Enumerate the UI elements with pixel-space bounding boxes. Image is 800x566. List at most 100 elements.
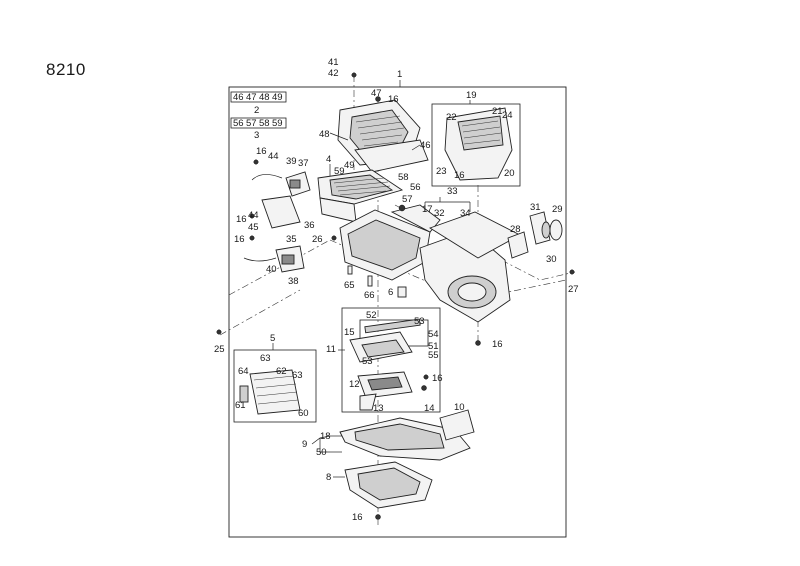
screw-25: [216, 329, 222, 335]
part-main-case: [339, 204, 441, 281]
callout-28: 28: [510, 224, 521, 235]
callout-22: 22: [446, 112, 457, 123]
callout-37: 37: [298, 158, 309, 169]
callout-3: 3: [254, 130, 259, 141]
assembly-frame: [228, 86, 567, 538]
callout-15: 15: [344, 327, 355, 338]
callout-16d: 16: [234, 234, 245, 245]
callout-39: 39: [286, 156, 297, 167]
leader-9: [311, 435, 331, 453]
part-seal-10: [439, 409, 475, 441]
callout-31: 31: [530, 202, 541, 213]
callout-25: 25: [214, 344, 225, 355]
callout-34: 34: [460, 208, 471, 219]
callout-5: 5: [270, 333, 275, 344]
callout-50: 50: [316, 447, 327, 458]
callout-54: 54: [428, 329, 439, 340]
screw-17: [398, 204, 406, 212]
callout-52: 52: [366, 310, 377, 321]
callout-24: 24: [502, 110, 513, 121]
callout-49: 49: [344, 160, 355, 171]
part-door-5: [239, 369, 301, 415]
leader-33: [424, 197, 471, 212]
callout-36: 36: [304, 220, 315, 231]
part-plate-28: [507, 231, 529, 259]
part-gasket-30: [541, 221, 551, 239]
callout-8: 8: [326, 472, 331, 483]
screw-27: [569, 269, 575, 275]
callout-55: 55: [428, 350, 439, 361]
callout-33: 33: [447, 186, 458, 197]
callout-61: 61: [235, 400, 246, 411]
callout-16a: 16: [388, 94, 399, 105]
screw-16-left2: [249, 213, 255, 219]
callout-48: 48: [319, 129, 330, 140]
callout-62: 62: [276, 366, 287, 377]
group-row-a-item-3: 48: [259, 92, 270, 103]
group-row-b-item-3: 58: [259, 118, 270, 129]
callout-38: 38: [288, 276, 299, 287]
part-bottom-tray-8: [344, 461, 433, 509]
callout-12: 12: [349, 379, 360, 390]
callout-1: 1: [397, 69, 402, 80]
callout-53b: 53: [362, 356, 373, 367]
callout-65: 65: [344, 280, 355, 291]
group-row-a-item-1: 46: [233, 92, 244, 103]
part-bracket-36: [261, 195, 301, 229]
callout-41: 41: [328, 57, 339, 68]
callout-19: 19: [466, 90, 477, 101]
part-filter-element: [317, 169, 404, 223]
callout-40: 40: [266, 264, 277, 275]
leader-48: [329, 132, 349, 141]
callout-60: 60: [298, 408, 309, 419]
callout-11: 11: [326, 344, 336, 355]
callout-20: 20: [504, 168, 515, 179]
header-box-row-a: [230, 91, 287, 103]
callout-27: 27: [568, 284, 579, 295]
callout-66: 66: [364, 290, 375, 301]
wire-harness-44: [251, 174, 283, 181]
callout-10: 10: [454, 402, 465, 413]
part-duct-19: [444, 107, 513, 181]
part-gasket-29: [549, 219, 563, 241]
callout-42: 42: [328, 68, 339, 79]
callout-35: 35: [286, 234, 297, 245]
callout-63b: 63: [292, 370, 303, 381]
callout-16b: 16: [256, 146, 267, 157]
callout-63a: 63: [260, 353, 271, 364]
screw-41: [351, 72, 357, 78]
callout-26: 26: [312, 234, 323, 245]
callout-16e: 16: [454, 170, 465, 181]
group-box-19: [431, 103, 521, 187]
figure-code: 8210: [46, 60, 86, 79]
screw-14: [421, 385, 427, 391]
header-box-row-b: [230, 117, 287, 129]
callout-59: 59: [334, 166, 345, 177]
callout-2: 2: [254, 105, 259, 116]
callout-23: 23: [436, 166, 447, 177]
callout-53a: 53: [414, 316, 425, 327]
group-row-b-item-4: 59: [272, 118, 283, 129]
callout-44b: 44: [248, 210, 259, 221]
screw-26: [331, 235, 337, 241]
part-housing-46: [354, 139, 429, 173]
part-clip-6: [397, 286, 407, 298]
leader-46: [411, 144, 421, 151]
callout-16f: 16: [492, 339, 503, 350]
callout-9: 9: [302, 439, 307, 450]
group-row-a-item-2: 47: [246, 92, 257, 103]
callout-16h: 16: [352, 512, 363, 523]
screw-16-top: [375, 96, 381, 102]
callout-6: 6: [388, 287, 393, 298]
group-row-a-item-4: 49: [272, 92, 283, 103]
screw-16-mid: [423, 374, 429, 380]
callout-45: 45: [248, 222, 259, 233]
callout-32: 32: [434, 208, 445, 219]
group-box-5: [233, 349, 317, 423]
screw-16-right: [475, 340, 481, 346]
part-actuator-38: [275, 245, 305, 273]
part-door-12-13: [357, 371, 413, 411]
part-actuator-37: [285, 171, 311, 197]
group-box-11: [341, 307, 441, 413]
